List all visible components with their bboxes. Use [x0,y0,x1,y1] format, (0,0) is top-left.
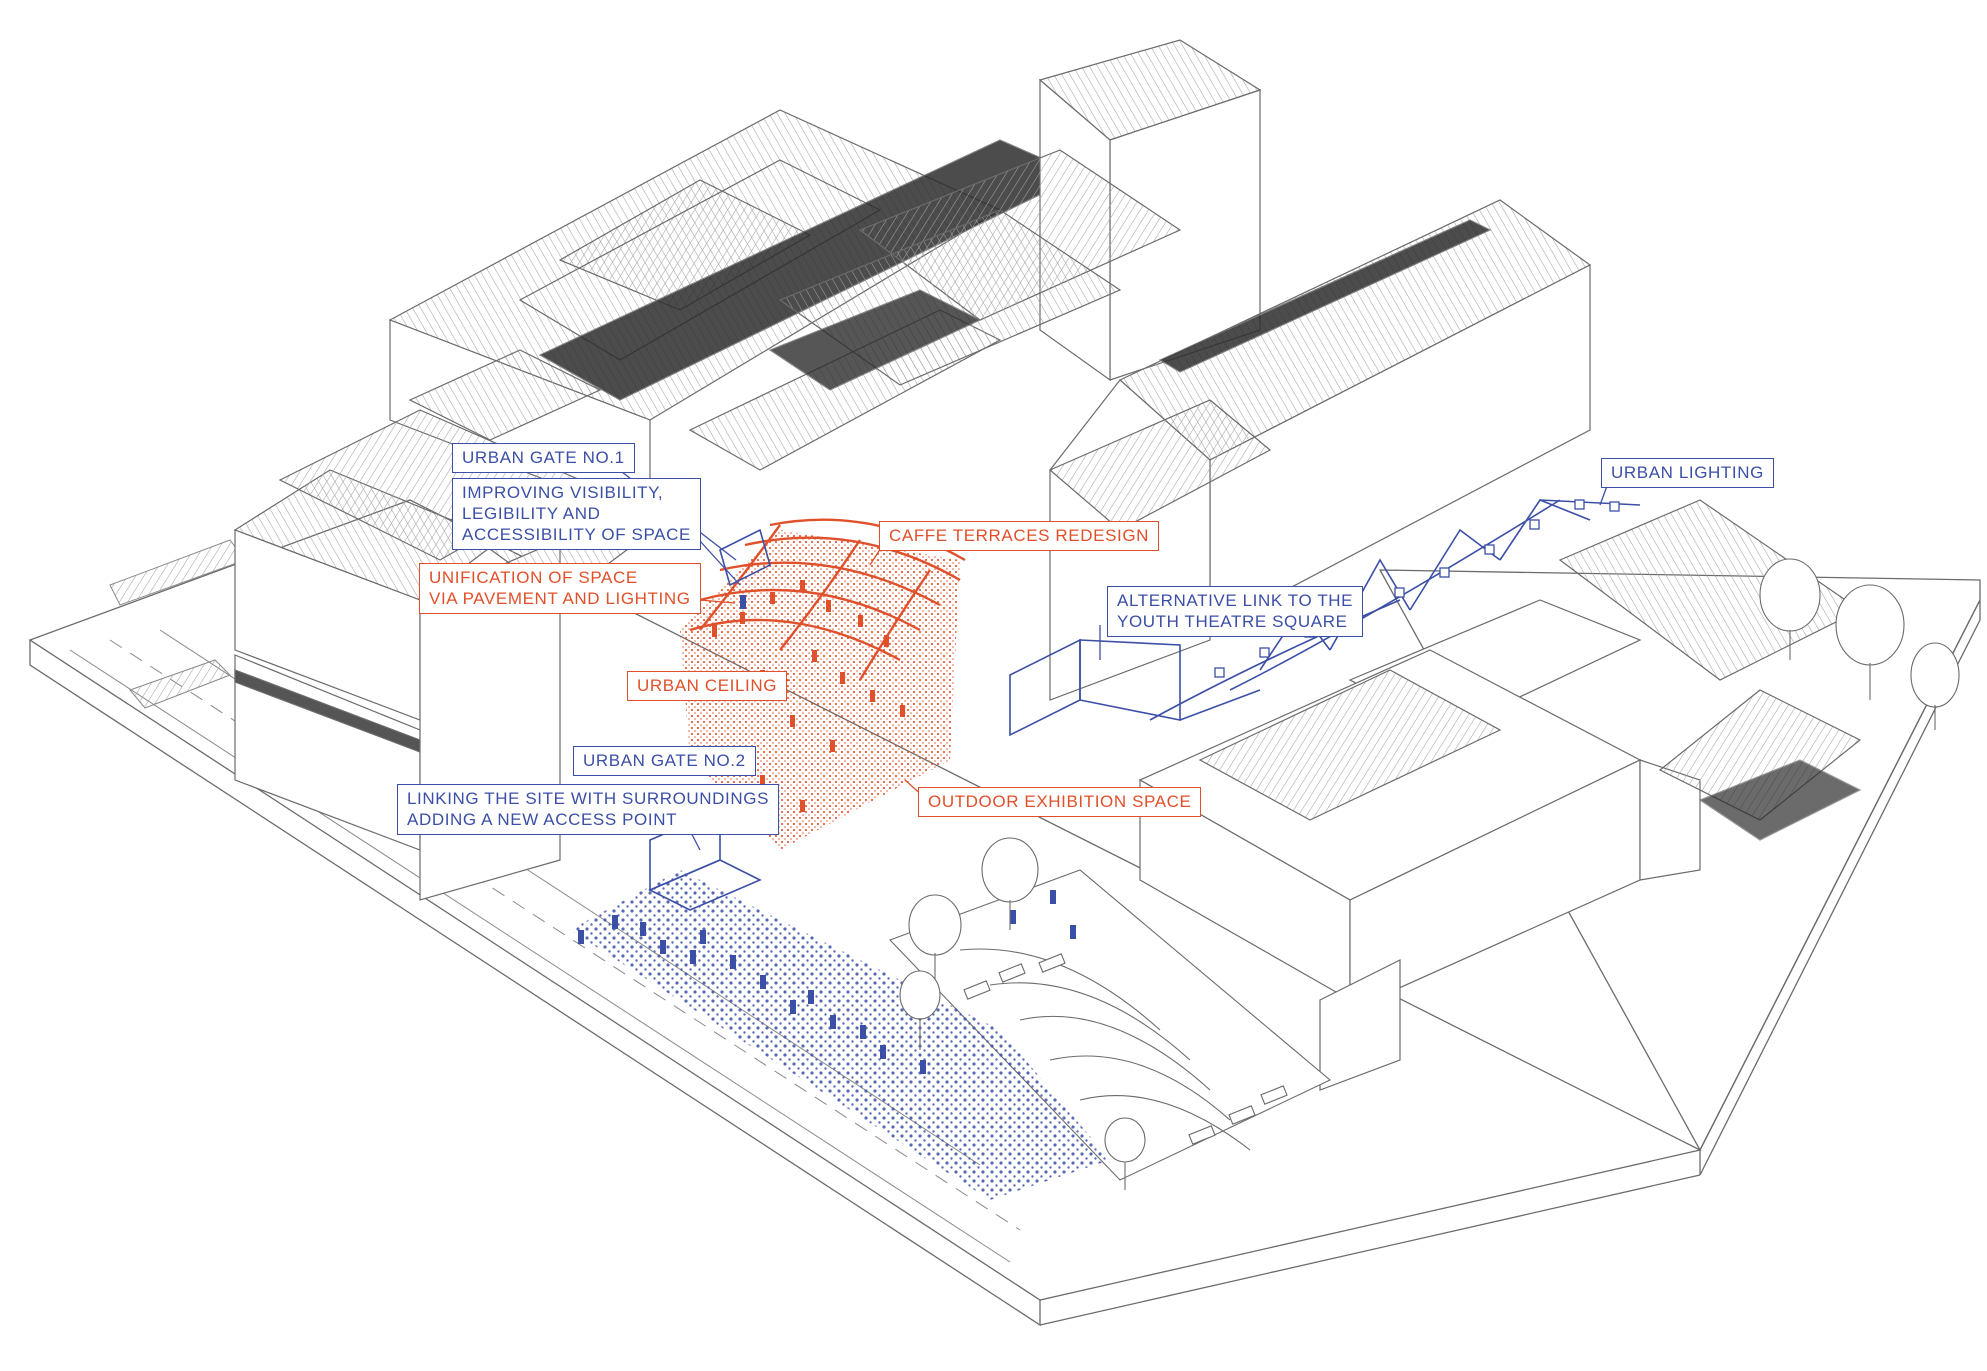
label-urban-lighting: URBAN LIGHTING [1601,458,1774,488]
label-line: VIA PAVEMENT AND LIGHTING [429,589,691,608]
red-pedestrian-group [712,580,905,812]
label-improving-visibility: IMPROVING VISIBILITY, LEGIBILITY AND ACC… [452,478,701,550]
label-unification-of-space: UNIFICATION OF SPACE VIA PAVEMENT AND LI… [419,563,701,614]
label-text: URBAN CEILING [637,676,778,695]
label-text: URBAN GATE NO.2 [583,751,746,770]
blue-pavement [570,870,1110,1200]
label-urban-ceiling: URBAN CEILING [627,671,788,701]
label-urban-gate-1: URBAN GATE NO.1 [452,443,635,473]
label-text: URBAN LIGHTING [1611,463,1764,482]
label-outdoor-exhibition: OUTDOOR EXHIBITION SPACE [918,787,1202,817]
label-alternative-link: ALTERNATIVE LINK TO THE YOUTH THEATRE SQ… [1107,586,1364,637]
tree-icon-group [899,558,1960,1190]
label-line: ADDING A NEW ACCESS POINT [407,810,678,829]
label-line: LEGIBILITY AND [462,504,601,523]
label-text: OUTDOOR EXHIBITION SPACE [928,792,1192,811]
label-line: IMPROVING VISIBILITY, [462,483,664,502]
label-linking-site: LINKING THE SITE WITH SURROUNDINGS ADDIN… [397,784,780,835]
label-text: CAFFE TERRACES REDESIGN [889,526,1150,545]
youth-theatre-building [1138,499,1862,1091]
central-building [768,39,1262,391]
label-line: LINKING THE SITE WITH SURROUNDINGS [407,789,770,808]
label-line: ALTERNATIVE LINK TO THE [1117,591,1354,610]
label-line: YOUTH THEATRE SQUARE [1117,612,1348,631]
label-line: ACCESSIBILITY OF SPACE [462,525,691,544]
blue-pedestrian-group [578,595,1076,1074]
label-text: URBAN GATE NO.1 [462,448,625,467]
label-line: UNIFICATION OF SPACE [429,568,638,587]
bench-icon-group [963,953,1288,1145]
label-urban-gate-2: URBAN GATE NO.2 [573,746,756,776]
label-caffe-terraces: CAFFE TERRACES REDESIGN [879,521,1160,551]
